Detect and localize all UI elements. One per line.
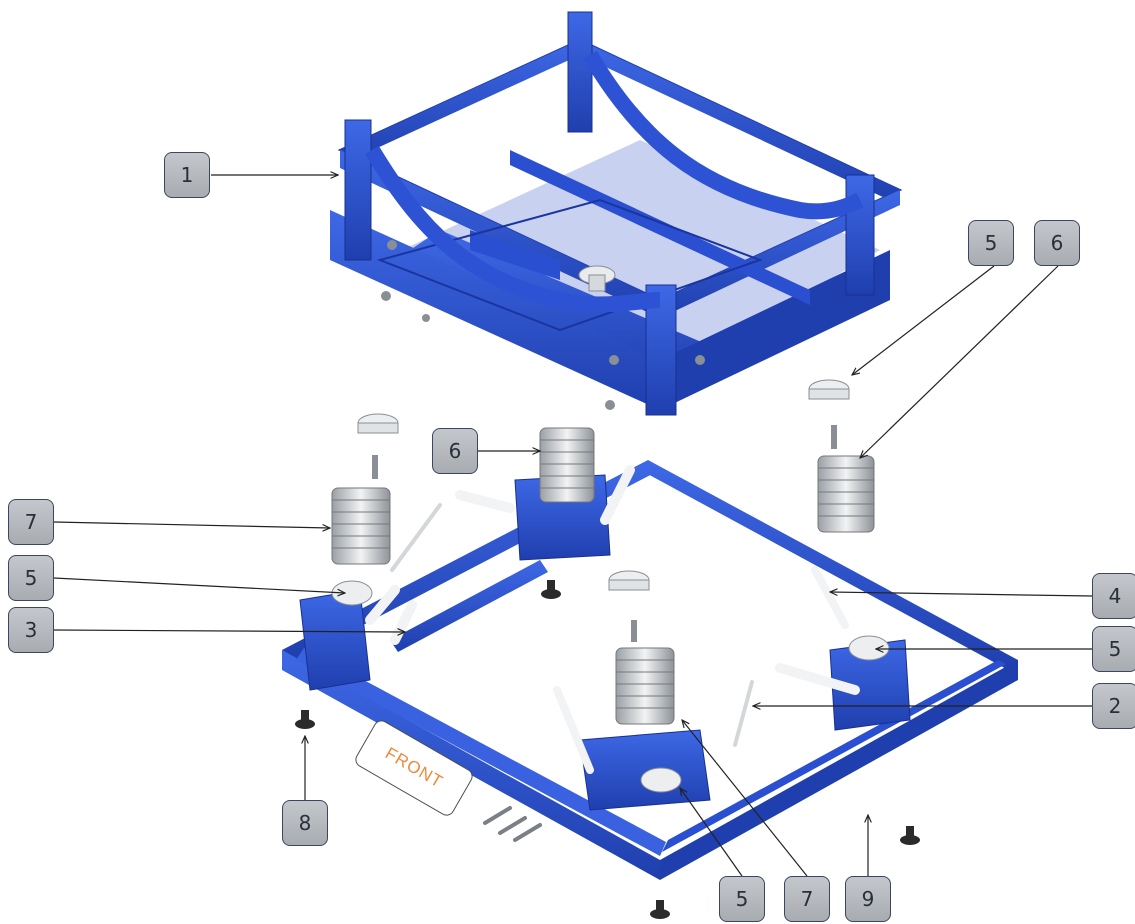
callout-4: 4	[1092, 573, 1135, 619]
callout-9: 9	[845, 876, 891, 922]
callout-3: 3	[8, 607, 54, 653]
spring-left	[331, 487, 391, 565]
callout-5-bottom: 5	[719, 876, 765, 922]
callout-1: 1	[164, 152, 210, 198]
leveling-feet	[295, 580, 920, 919]
callout-7-bottom: 7	[784, 876, 830, 922]
base-frame	[282, 460, 1018, 880]
callout-6-upper-right: 6	[1034, 220, 1080, 266]
upper-seat-frame	[330, 11, 903, 416]
leader-lines	[53, 175, 1093, 877]
callout-5-upper-right: 5	[968, 220, 1014, 266]
callout-5-left: 5	[8, 555, 54, 601]
spring-bottom	[615, 647, 675, 725]
callout-8: 8	[282, 800, 328, 846]
callout-5-right: 5	[1092, 626, 1135, 672]
spring-center	[539, 427, 595, 503]
callout-2: 2	[1092, 683, 1135, 729]
loose-bolts	[483, 806, 542, 842]
spring-right	[817, 455, 875, 533]
callout-7-left: 7	[8, 499, 54, 545]
spring-caps	[331, 379, 890, 793]
callout-6-center: 6	[432, 428, 478, 474]
